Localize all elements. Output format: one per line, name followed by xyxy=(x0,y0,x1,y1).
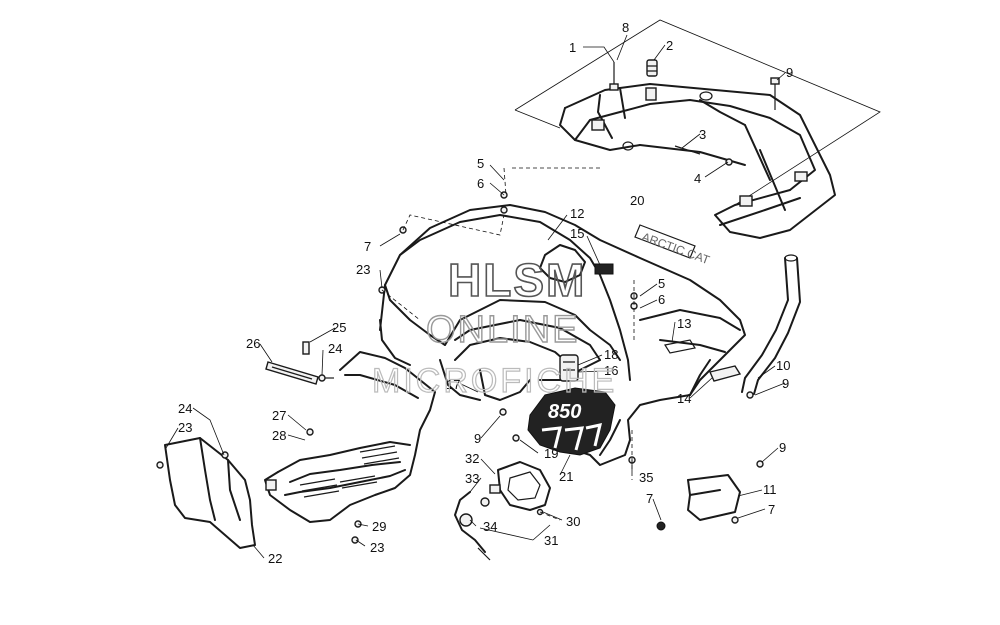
callout-10: 10 xyxy=(776,358,790,373)
callout-31: 31 xyxy=(544,533,558,548)
callout-7c: 7 xyxy=(768,502,775,517)
fender-decal-part-21: 850 xyxy=(527,387,616,456)
callout-14: 14 xyxy=(677,391,691,406)
side-panel-upper-part-23 xyxy=(379,319,411,366)
callout-26: 26 xyxy=(246,336,260,351)
callout-8: 8 xyxy=(622,20,629,35)
callout-7: 7 xyxy=(364,239,371,254)
footwell-floor-part-28 xyxy=(264,351,436,523)
callout-23: 23 xyxy=(356,262,370,277)
bulb-socket-part-33-34 xyxy=(454,491,491,561)
callout-24b: 24 xyxy=(178,401,192,416)
callout-21: 21 xyxy=(559,469,573,484)
callout-6: 6 xyxy=(477,176,484,191)
callout-11: 11 xyxy=(763,482,777,497)
watermark-line-2: ONLINE xyxy=(426,309,579,351)
callout-6b: 6 xyxy=(658,292,665,307)
callout-23c: 23 xyxy=(370,540,384,555)
reflector-part-13-14 xyxy=(664,339,742,382)
watermark-line-1: HLSM xyxy=(448,254,586,306)
callout-15: 15 xyxy=(570,226,584,241)
callout-17: 17 xyxy=(446,377,460,392)
callout-25: 25 xyxy=(332,320,346,335)
callout-4: 4 xyxy=(694,171,701,186)
callout-3: 3 xyxy=(699,127,706,142)
callout-33: 33 xyxy=(465,471,479,486)
callout-18: 18 xyxy=(604,347,618,362)
callout-12: 12 xyxy=(570,206,584,221)
tread-pattern xyxy=(299,445,400,498)
fastener-part-25 xyxy=(302,341,310,355)
tail-light-assembly-part-32 xyxy=(489,461,551,511)
fender-model-text: 850 xyxy=(548,401,581,423)
rear-rack-assembly xyxy=(514,19,881,239)
callout-9d: 9 xyxy=(779,440,786,455)
rack-support-post-part-10 xyxy=(741,254,801,395)
callout-30: 30 xyxy=(566,514,580,529)
callout-5b: 5 xyxy=(658,276,665,291)
trim-strip-part-26 xyxy=(265,361,319,385)
hitch-bracket-part-11 xyxy=(687,474,741,521)
watermark: HLSM ONLINE MICROFICHE xyxy=(371,253,617,400)
callout-1: 1 xyxy=(569,40,576,55)
callout-29: 29 xyxy=(372,519,386,534)
callout-34: 34 xyxy=(483,519,497,534)
hardware-fasteners xyxy=(156,158,764,544)
rear-fender-part-12 xyxy=(379,204,746,466)
callout-2: 2 xyxy=(666,38,673,53)
callout-23b: 23 xyxy=(178,420,192,435)
callout-20: 20 xyxy=(630,193,644,208)
callout-27: 27 xyxy=(272,408,286,423)
leader-lines xyxy=(165,34,786,559)
bolt-part-9-top xyxy=(770,77,780,110)
callout-22: 22 xyxy=(268,551,282,566)
watermark-line-3: MICROFICHE xyxy=(372,362,617,400)
callout-28: 28 xyxy=(272,428,286,443)
callout-9b: 9 xyxy=(782,376,789,391)
callout-35: 35 xyxy=(639,470,653,485)
callout-labels: 1 8 2 9 3 4 5 6 20 12 15 7 23 5 6 25 26 … xyxy=(178,20,793,566)
rack-bumper-part-2 xyxy=(646,59,658,77)
callout-7b: 7 xyxy=(646,491,653,506)
callout-19: 19 xyxy=(544,446,558,461)
bolt-part-8 xyxy=(609,62,619,91)
callout-13: 13 xyxy=(677,316,691,331)
fastener-part-24-upper xyxy=(318,374,334,382)
callout-32: 32 xyxy=(465,451,479,466)
callout-9c: 9 xyxy=(474,431,481,446)
callout-24: 24 xyxy=(328,341,342,356)
lower-side-panel-part-22 xyxy=(164,437,256,549)
callout-16: 16 xyxy=(604,363,618,378)
callout-5: 5 xyxy=(477,156,484,171)
assembly-guide-lines xyxy=(381,167,635,521)
callout-9: 9 xyxy=(786,65,793,80)
